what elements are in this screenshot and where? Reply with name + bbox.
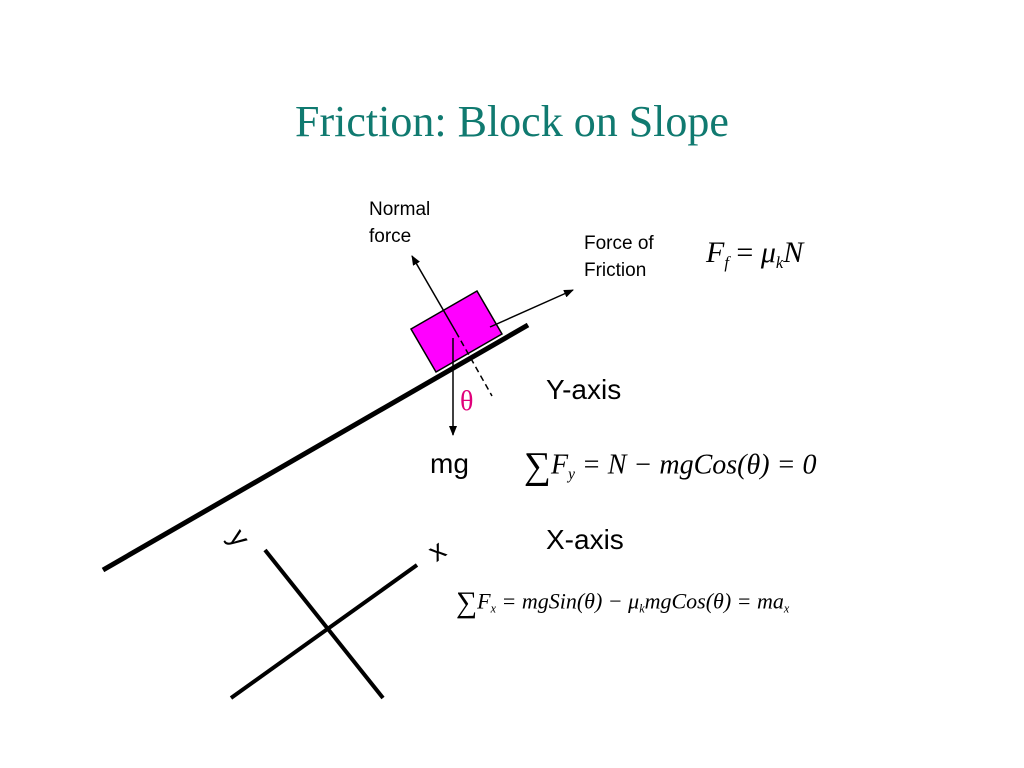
- page-title: Friction: Block on Slope: [295, 97, 729, 146]
- normal-force-label: Normal force: [369, 199, 431, 247]
- x-axis-heading: X-axis: [546, 524, 624, 555]
- friction-equation: Ff = μkN: [706, 236, 804, 272]
- weight-label: mg: [430, 448, 469, 479]
- axis-x-line: [229, 563, 419, 700]
- slope-line: [101, 322, 530, 573]
- theta-label: θ: [460, 386, 474, 417]
- normal-dashed-line: [455, 331, 493, 397]
- y-axis-heading: Y-axis: [546, 374, 622, 405]
- normal-force-arrow: [411, 255, 457, 333]
- axis-y-line: [263, 548, 385, 700]
- friction-label: Force of Friction: [584, 233, 654, 281]
- sum-fy-equation: ∑Fy = N − mgCos(θ) = 0: [524, 445, 817, 487]
- friction-arrow: [489, 289, 574, 328]
- sum-fx-equation: ∑Fx = mgSin(θ) − μkmgCos(θ) = max: [456, 587, 790, 619]
